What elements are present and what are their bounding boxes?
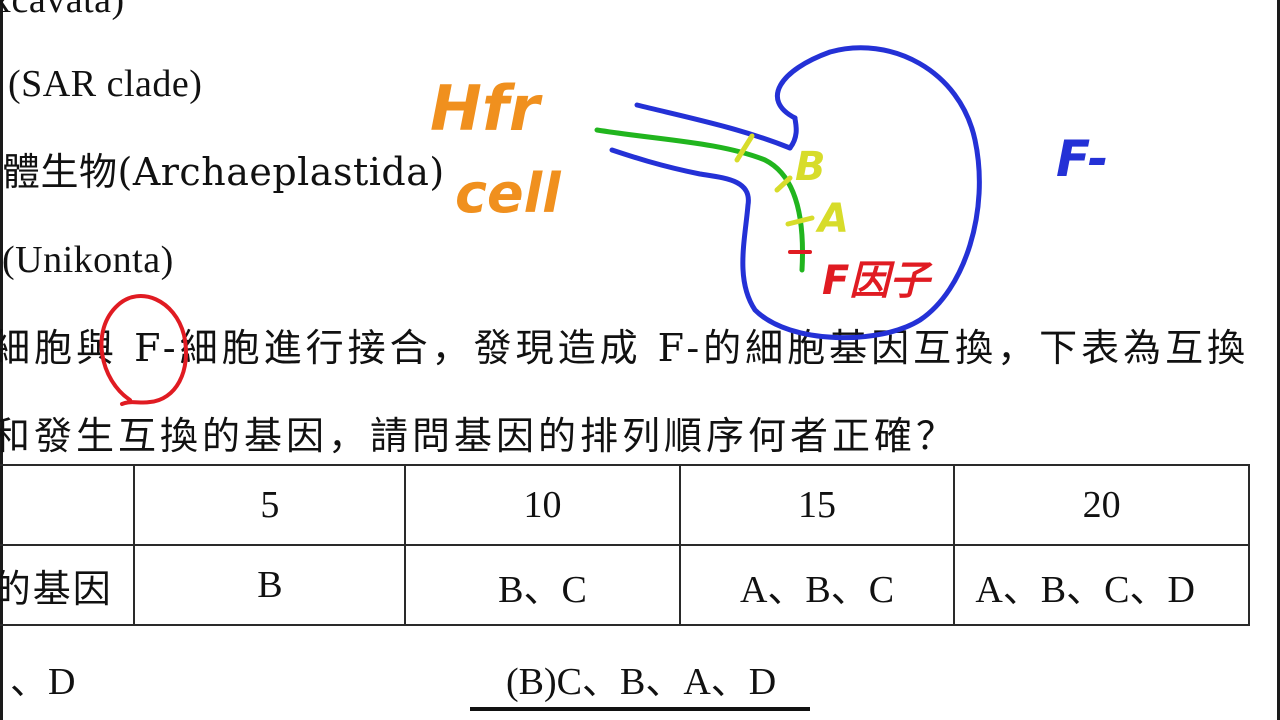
hfr-cell-tube-upper	[634, 102, 793, 151]
table-row-label: 的基因	[0, 544, 136, 626]
answer-choice-b: (B)C、B、A、D	[506, 661, 777, 703]
question-line-2: 和發生互換的基因，請問基因的排列順序何者正確？	[0, 414, 959, 458]
table-row: 的基因 B B、C A、B、C A、B、C、D	[0, 544, 1250, 626]
table-header-cell	[0, 464, 136, 546]
answer-underline	[470, 707, 810, 711]
option-line-archaeplastida: 體生物(Archaeplastida)	[2, 150, 445, 194]
page-left-border	[0, 0, 3, 720]
table-header-cell: 20	[953, 464, 1250, 546]
option-line-unikonta: (Unikonta)	[2, 239, 174, 281]
table-header-row: 5 10 15 20	[0, 464, 1250, 546]
answer-choice-a: 、D	[10, 661, 76, 703]
option-line-excavata: xcavata)	[0, 0, 125, 21]
hfr-label: Hfr	[430, 72, 543, 145]
cell-label: cell	[455, 162, 562, 225]
dna-strand	[594, 127, 805, 273]
page-right-border	[1277, 0, 1280, 720]
gene-mark-a1	[774, 175, 793, 193]
f-factor-label: F因子	[822, 258, 933, 304]
table-header-cell: 15	[678, 464, 956, 546]
option-line-sar: (SAR clade)	[8, 63, 203, 105]
table-cell: A、B、C、D	[953, 544, 1250, 626]
gene-mark-b	[734, 133, 755, 163]
table-cell: B、C	[404, 544, 681, 626]
table-cell: A、B、C	[678, 544, 956, 626]
hfr-cell-tube-join	[787, 115, 799, 151]
question-line-1: 細胞與 F-細胞進行接合，發現造成 F-的細胞基因互換，下表為互換	[0, 326, 1250, 370]
gene-transfer-table: 5 10 15 20 的基因 B B、C A、B、C A、B、C、D	[0, 464, 1250, 626]
gene-a-label: A	[815, 196, 849, 242]
gene-mark-a2	[785, 215, 815, 227]
table-header-cell: 5	[133, 464, 407, 546]
gene-b-label: B	[795, 144, 826, 190]
table-header-cell: 10	[404, 464, 681, 546]
f-minus-cell-outline	[609, 45, 982, 341]
table-cell: B	[133, 544, 407, 626]
f-minus-label: F-	[1056, 130, 1108, 188]
